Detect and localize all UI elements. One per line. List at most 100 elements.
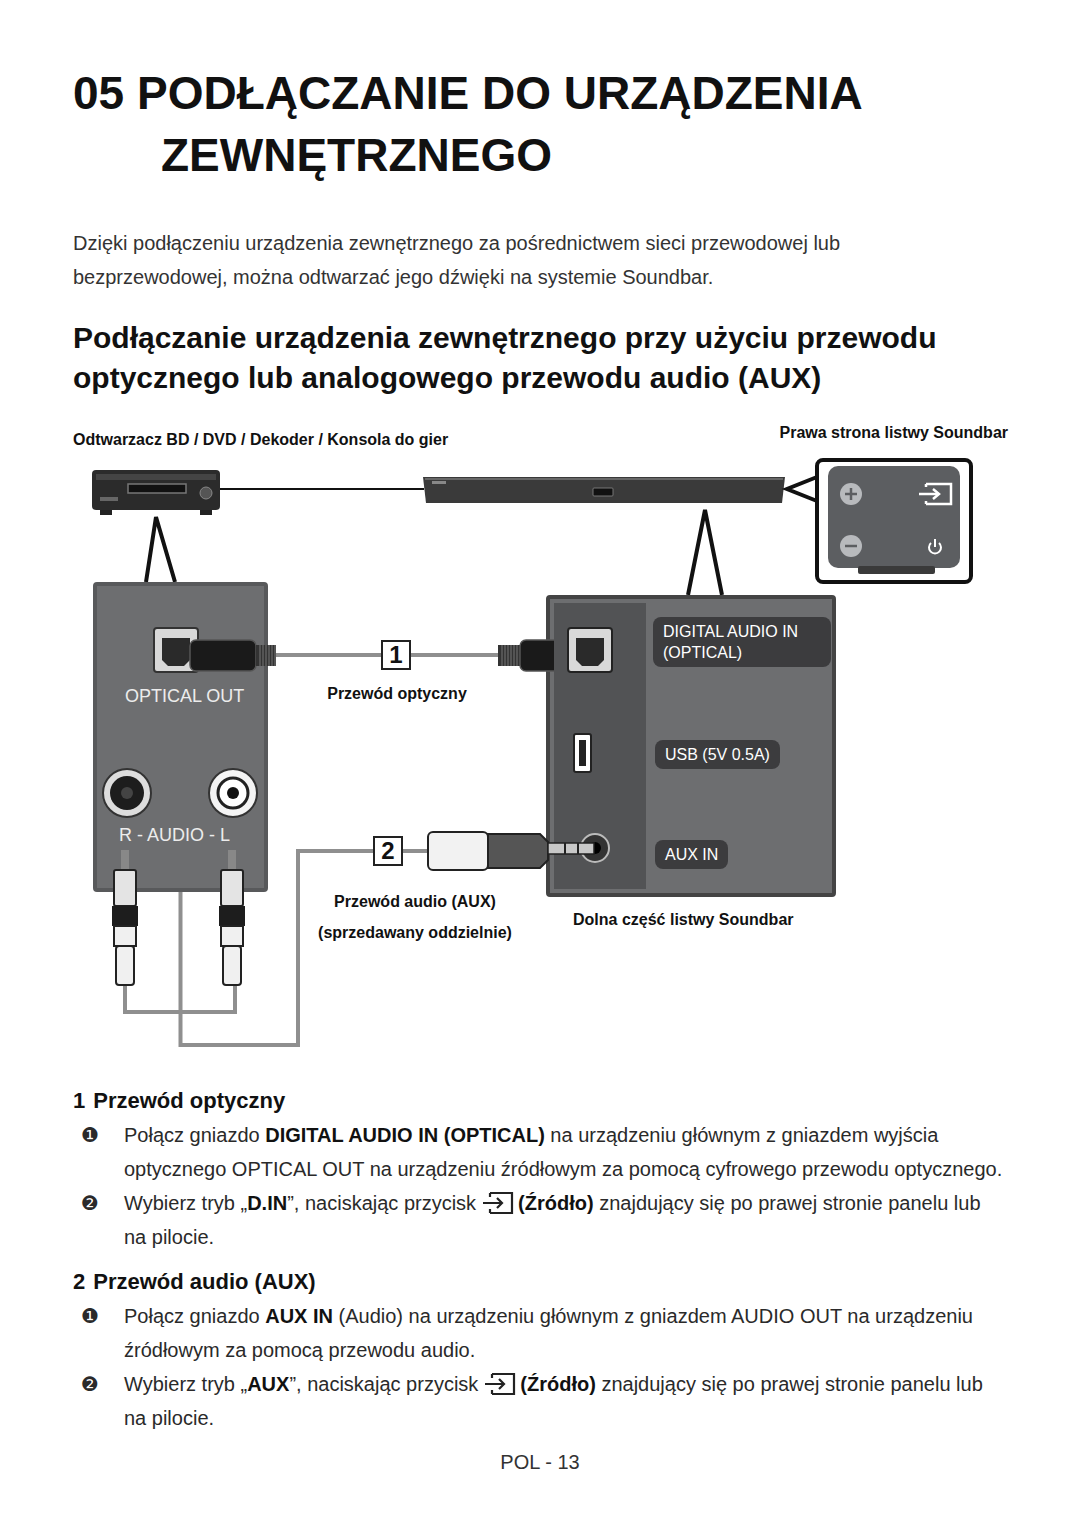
callout-number: 2 <box>373 836 403 866</box>
plug-ribs <box>275 645 276 666</box>
step-heading: 1 Przewód optyczny <box>73 1086 1008 1116</box>
aux-plug <box>428 832 488 870</box>
bd-player <box>200 510 212 515</box>
port-label: USB (5V 0.5A) <box>655 740 780 769</box>
plug-ribs <box>226 975 238 977</box>
instruction-text: (Źródło) <box>520 1373 596 1395</box>
panel-caption: Prawa strona listwy Soundbar <box>780 422 1009 444</box>
cable-note: (sprzedawany oddzielnie) <box>318 922 512 944</box>
soundbar-panel: Dolna część listwy SoundbarDIGITAL AUDIO… <box>546 595 836 897</box>
link-wire <box>220 488 424 490</box>
plug-ribs <box>119 957 131 959</box>
step-marker: ❷ <box>81 1367 99 1401</box>
plug-ribs <box>269 645 270 666</box>
soundbar <box>423 477 785 503</box>
section-number: 2 <box>73 1269 85 1294</box>
side-panel: Prawa strona listwy Soundbar <box>815 458 973 584</box>
zoom-callout <box>146 477 817 595</box>
instruction-step: ❶Połącz gniazdo DIGITAL AUDIO IN (OPTICA… <box>73 1118 1008 1186</box>
instructions: 1 Przewód optyczny ❶Połącz gniazdo DIGITAL… <box>73 1086 1008 1435</box>
section-heading: Podłączanie urządzenia zewnętrznego przy… <box>73 318 1033 398</box>
zoom-callout <box>688 510 722 595</box>
port-name: USB (5V 0.5A) <box>665 744 770 765</box>
source-icon <box>483 1198 502 1208</box>
rca-plugs <box>221 926 243 946</box>
source-icon <box>483 1371 517 1397</box>
bd-player <box>100 497 118 501</box>
plug-ribs <box>119 969 131 971</box>
page-title: 05 PODŁĄCZANIE DO URZĄDZENIA ZEWNĘTRZNEG… <box>73 62 1080 186</box>
source-icon <box>485 1379 504 1389</box>
instruction-text: D.IN <box>247 1192 287 1214</box>
rca-plugs <box>116 946 134 985</box>
instruction-step: ❶Połącz gniazdo AUX IN (Audio) na urządz… <box>73 1299 1008 1367</box>
zoom-callout <box>787 477 817 501</box>
page-number: POL - 13 <box>500 1450 579 1474</box>
link-wire <box>220 489 424 490</box>
cable-label: Przewód audio (AUX) <box>334 891 496 913</box>
plug-ribs <box>272 645 273 666</box>
instruction-step: ❷Wybierz tryb „AUX”, naciskając przycisk… <box>73 1367 1008 1435</box>
cable-label: Przewód optyczny <box>327 683 467 705</box>
instruction-text: Połącz gniazdo <box>124 1124 265 1146</box>
plug-ribs <box>508 645 509 666</box>
plug-ribs <box>119 981 131 983</box>
panel-caption: Dolna część listwy Soundbar <box>573 909 794 931</box>
plug-ribs <box>514 645 515 666</box>
rca-cable-legs <box>125 985 235 1012</box>
bd-player <box>128 484 186 493</box>
rca-plugs <box>219 906 245 926</box>
soundbar <box>593 488 613 496</box>
instruction-text: Połącz gniazdo <box>124 1305 265 1327</box>
instruction-text: ”, naciskając przycisk <box>287 1192 476 1214</box>
instruction-text: AUX IN <box>265 1305 333 1327</box>
zoom-callout <box>146 517 175 582</box>
aux-plug <box>488 834 548 868</box>
rca-plugs <box>223 946 241 985</box>
bd-player <box>100 510 112 515</box>
bd-player <box>92 470 220 515</box>
optical-plug <box>498 645 520 666</box>
port-label: AUX IN <box>655 840 728 869</box>
bd-player <box>200 487 212 499</box>
port-label: DIGITAL AUDIO IN (OPTICAL) <box>653 617 831 667</box>
plug-ribs <box>119 963 131 965</box>
bd-player <box>92 470 220 510</box>
step-marker: ❶ <box>81 1299 99 1333</box>
step-heading-text: Przewód audio (AUX) <box>93 1269 315 1294</box>
callout-number: 1 <box>381 640 411 670</box>
plug-ribs <box>226 951 238 953</box>
jack-label: R - AUDIO - L <box>119 824 230 846</box>
intro-text: Dzięki podłączeniu urządzenia zewnętrzne… <box>73 226 893 294</box>
plug-ribs <box>119 975 131 977</box>
plug-ribs <box>511 645 512 666</box>
plug-ribs <box>477 838 479 864</box>
soundbar <box>432 481 446 484</box>
instruction-text: ”, naciskając przycisk <box>289 1373 478 1395</box>
plug-ribs <box>441 838 443 864</box>
instruction-step: ❷ Wybierz tryb „D.IN”, naciskając przycis… <box>73 1186 1008 1254</box>
jack-label: OPTICAL OUT <box>125 685 244 707</box>
plug-ribs <box>226 957 238 959</box>
plug-ribs <box>502 645 503 666</box>
bd-player <box>96 474 216 480</box>
plug-ribs <box>226 981 238 983</box>
rca-plugs <box>112 906 138 926</box>
plug-ribs <box>450 838 452 864</box>
plug-ribs <box>505 645 506 666</box>
port-name: DIGITAL AUDIO IN (OPTICAL) <box>663 621 821 663</box>
plug-ribs <box>226 969 238 971</box>
plug-ribs <box>517 645 518 666</box>
soundbar <box>425 478 783 480</box>
device-label: Odtwarzacz BD / DVD / Dekoder / Konsola … <box>73 429 448 451</box>
plug-ribs <box>459 838 461 864</box>
section-number: 1 <box>73 1088 85 1113</box>
plug-ribs <box>468 838 470 864</box>
instruction-text: AUX <box>247 1373 289 1395</box>
step-marker: ❷ <box>81 1186 99 1220</box>
source-panel: OPTICAL OUT R - AUDIO - L <box>93 582 268 892</box>
port-name: AUX IN <box>665 844 718 865</box>
instruction-text: Wybierz tryb „ <box>124 1192 247 1214</box>
step-heading-text: Przewód optyczny <box>93 1088 285 1113</box>
